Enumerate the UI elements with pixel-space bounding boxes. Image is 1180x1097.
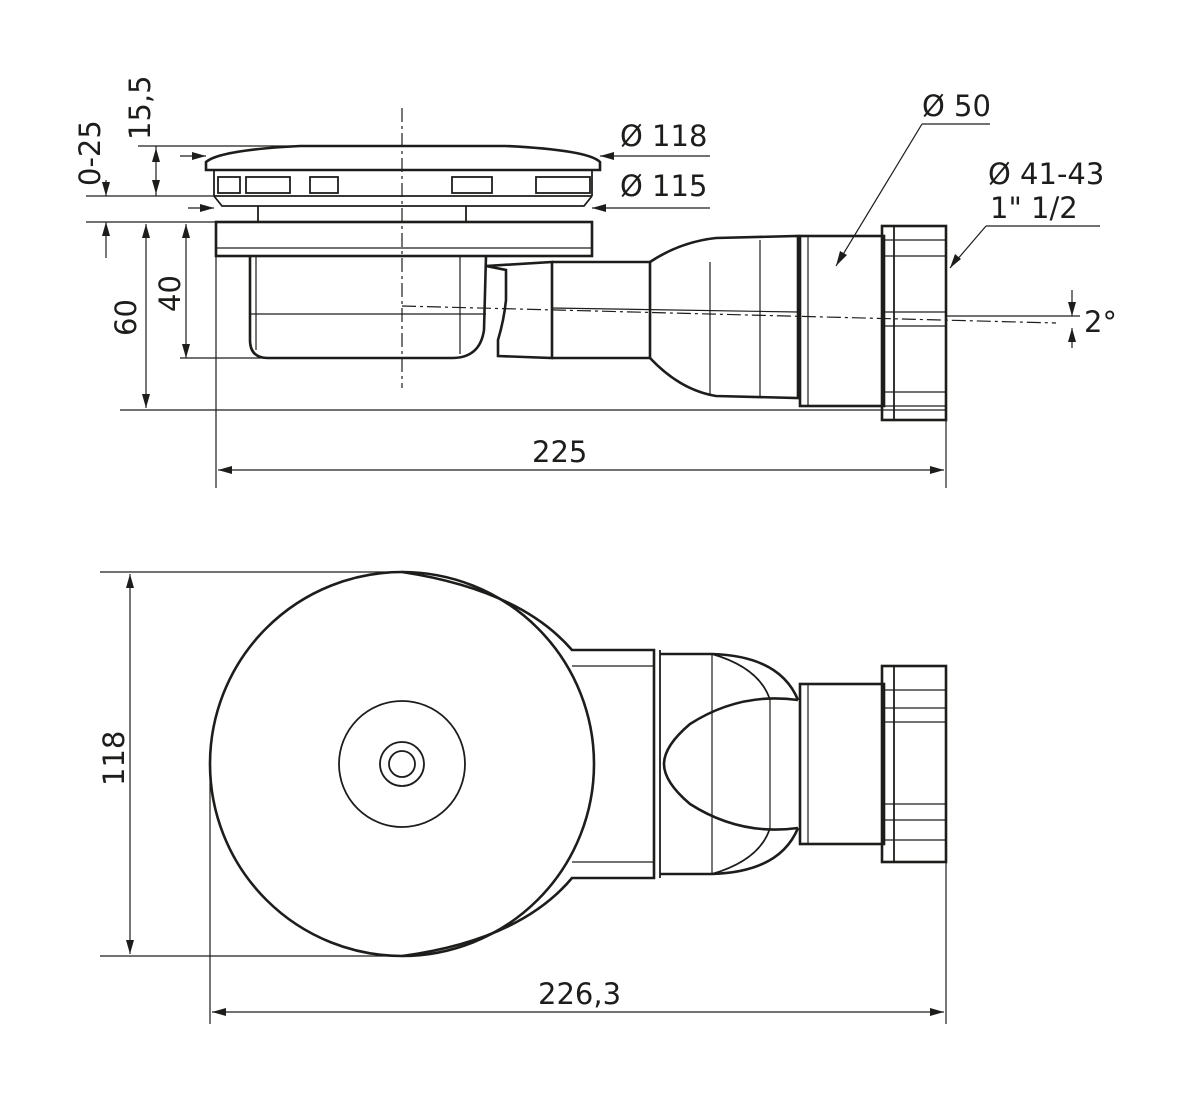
label-diameter-115: Ø 115	[620, 169, 707, 203]
top-coupling	[798, 682, 886, 846]
label-length-225: 225	[532, 435, 587, 469]
outlet-loop	[660, 652, 800, 876]
dim-diameter-118: Ø 118	[180, 119, 710, 160]
label-height-15-5: 15,5	[123, 75, 157, 140]
label-height-60: 60	[109, 299, 143, 336]
center-screw-outer	[379, 741, 425, 787]
label-diameter-50: Ø 50	[922, 89, 991, 123]
dim-angle: 2°	[946, 290, 1117, 348]
dim-height-60: 60	[109, 224, 946, 411]
label-height-0-25: 0-25	[73, 120, 107, 186]
label-thread: 1" 1/2	[990, 191, 1078, 225]
dim-length-225: 225	[215, 256, 947, 488]
label-angle: 2°	[1084, 305, 1117, 339]
dim-height-15-5: 15,5	[123, 75, 300, 196]
outlet-nut	[880, 224, 948, 422]
label-height-40: 40	[153, 275, 187, 312]
drain-body	[248, 255, 552, 360]
label-diameter-41-43: Ø 41-43	[988, 157, 1104, 191]
dim-width-118: 118	[97, 571, 402, 957]
body-outline	[401, 570, 656, 958]
flange	[213, 195, 594, 258]
outlet-pipe	[485, 234, 800, 400]
dim-diameter-41-43: Ø 41-43 1" 1/2	[949, 157, 1104, 269]
side-view: Ø 118 Ø 115 Ø 50 Ø 41-43 1" 1/2	[73, 75, 1117, 488]
dim-height-40: 40	[153, 224, 268, 359]
cover-cap	[204, 144, 602, 197]
label-length-226-3: 226,3	[538, 977, 621, 1011]
dim-diameter-50: Ø 50	[835, 89, 991, 267]
dim-diameter-115: Ø 115	[188, 169, 710, 212]
outlet-axis	[401, 305, 1057, 324]
cover-center-ring	[338, 700, 466, 828]
top-outlet-nut	[880, 664, 948, 864]
outlet-coupling	[798, 234, 886, 408]
label-diameter-118: Ø 118	[620, 119, 707, 153]
label-width-118: 118	[97, 731, 131, 786]
center-screw-inner	[388, 750, 416, 778]
dim-length-226-3: 226,3	[209, 764, 947, 1024]
dim-height-0-25: 0-25	[73, 120, 216, 258]
top-view: 118 226,3	[97, 570, 948, 1024]
cover-disc	[208, 570, 596, 958]
